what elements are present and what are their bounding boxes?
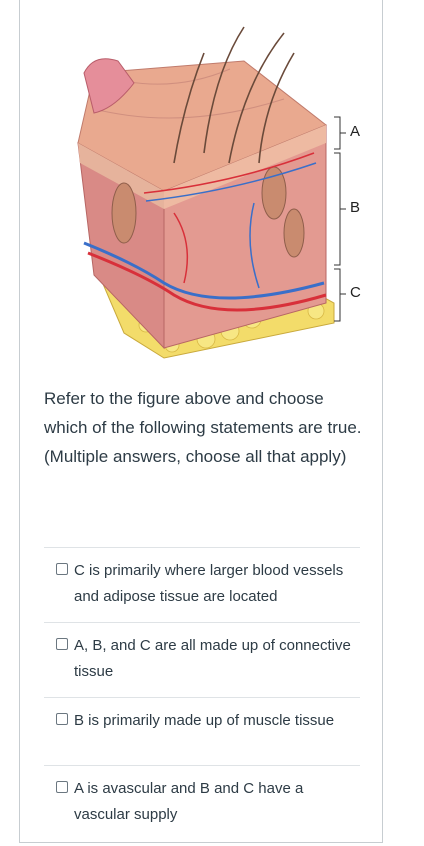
checkbox[interactable]: [56, 713, 68, 725]
skin-cross-section-figure: A B C: [54, 13, 384, 375]
layer-label-c: C: [350, 284, 361, 301]
answer-label: A, B, and C are all made up of connectiv…: [74, 637, 351, 680]
skin-illustration: [77, 26, 346, 359]
answer-option-2[interactable]: A, B, and C are all made up of connectiv…: [44, 622, 360, 697]
quiz-card: A B C Refer to the figure above and choo…: [19, 0, 383, 843]
checkbox[interactable]: [56, 781, 68, 793]
answer-label: A is avascular and B and C have a vascul…: [74, 780, 304, 823]
answer-label: B is primarily made up of muscle tissue: [74, 712, 335, 729]
question-text: Refer to the figure above and choose whi…: [44, 389, 362, 466]
answer-option-3[interactable]: B is primarily made up of muscle tissue: [44, 697, 360, 765]
answer-label: C is primarily where larger blood vessel…: [74, 562, 344, 605]
answer-option-1[interactable]: C is primarily where larger blood vessel…: [44, 547, 360, 622]
layer-label-a: A: [350, 123, 361, 140]
checkbox[interactable]: [56, 563, 68, 575]
answer-option-4[interactable]: A is avascular and B and C have a vascul…: [44, 765, 360, 840]
answer-list: C is primarily where larger blood vessel…: [44, 547, 360, 840]
layer-label-b: B: [350, 199, 361, 216]
checkbox[interactable]: [56, 638, 68, 650]
